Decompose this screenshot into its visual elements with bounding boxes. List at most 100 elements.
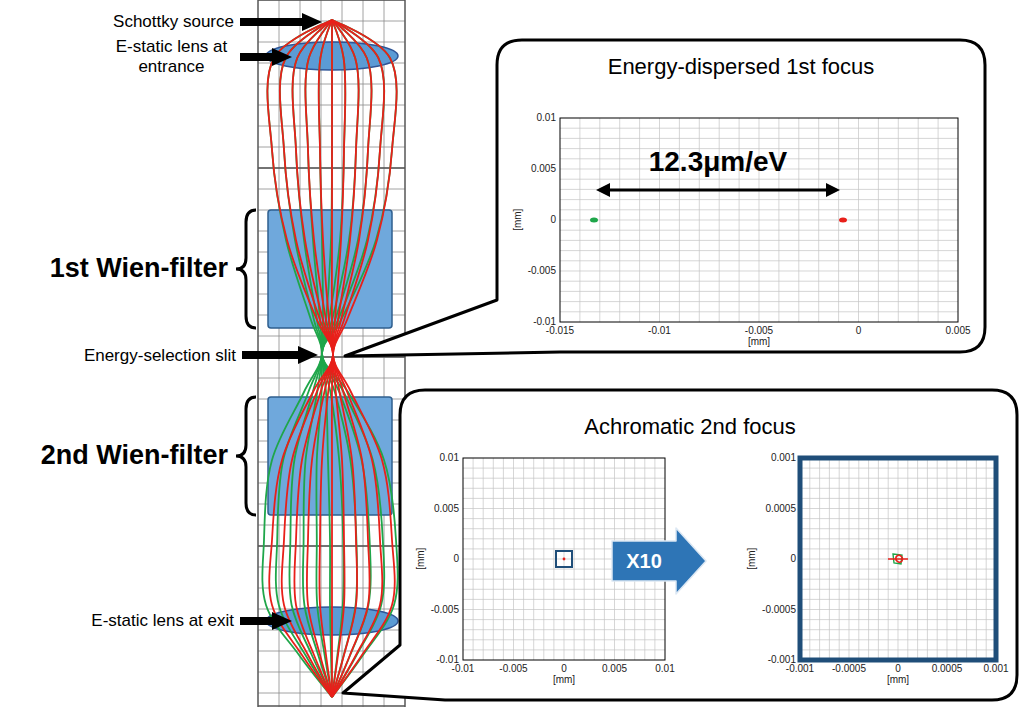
pointer-arrow — [240, 13, 322, 31]
axis-tick-label: 0 — [790, 553, 796, 565]
axis-unit-label: [mm] — [553, 674, 575, 686]
grid-column — [258, 0, 405, 1]
spot-plot — [560, 301, 958, 302]
axis-tick-label: 0 — [895, 663, 901, 675]
part-label: E-static lens at entrance — [109, 37, 234, 76]
spot-plot — [560, 118, 958, 322]
axis-tick-label: 0.005 — [531, 163, 556, 175]
part-label: Energy-selection slit — [84, 346, 236, 366]
grid-column — [258, 483, 405, 484]
grid-column — [404, 0, 405, 707]
axis-unit-label: [mm] — [747, 548, 759, 570]
axis-tick-label: -0.0005 — [762, 604, 796, 616]
low-energy-ray — [322, 20, 332, 697]
callout-title: Achromatic 2nd focus — [400, 414, 980, 439]
nominal-energy-ray — [280, 20, 333, 697]
grid-column — [363, 0, 364, 707]
callout-bubble: Energy-dispersed 1st focus — [497, 40, 985, 352]
spot-plot — [800, 649, 996, 650]
low-energy-ray — [322, 20, 398, 697]
axis-tick-label: 0.005 — [434, 503, 459, 515]
nominal-energy-spot — [888, 555, 908, 562]
spot-plot — [463, 649, 665, 650]
grid-column — [279, 0, 280, 707]
callout-bubble — [345, 40, 985, 356]
callout-bubble: Achromatic 2nd focusX10 — [400, 390, 1017, 700]
axis-tick-label: 0.001 — [983, 663, 1008, 675]
grid-column — [258, 0, 405, 707]
axis-tick-label: -0.005 — [499, 663, 527, 675]
callout-bubble — [497, 40, 985, 352]
axis-tick-label: 0.01 — [655, 663, 674, 675]
brace — [236, 210, 256, 328]
optics-elements — [266, 42, 398, 635]
axis-tick-label: 0.0005 — [932, 663, 963, 675]
grid-column — [258, 42, 405, 43]
spot-plot — [986, 458, 987, 660]
grid-column — [258, 273, 405, 274]
grid-column — [258, 630, 405, 631]
grid-column — [258, 545, 405, 546]
grid-column — [258, 189, 405, 190]
grid-column — [258, 84, 405, 85]
axis-tick-label: -0.015 — [546, 325, 574, 337]
axis-tick-label: 0 — [561, 663, 567, 675]
low-energy-spot — [590, 218, 598, 223]
nominal-energy-ray — [305, 20, 333, 697]
low-energy-ray — [303, 20, 332, 697]
pointer-arrow — [240, 612, 292, 630]
spot-plot — [560, 311, 958, 312]
part-label: 1st Wien-filter — [50, 253, 228, 284]
axis-tick-label: 0 — [453, 553, 459, 565]
plot-frame — [800, 458, 996, 660]
grid-column — [258, 294, 405, 295]
low-energy-ray — [322, 20, 359, 697]
callout-bubble — [343, 390, 1017, 700]
dimension-label: 12.3μm/eV — [649, 146, 788, 178]
axis-tick-label: 0.001 — [771, 452, 796, 464]
electrostatic-lens — [266, 42, 398, 70]
grid-column — [258, 378, 405, 379]
axis-unit-label: [mm] — [887, 674, 909, 686]
nominal-energy-ray — [332, 20, 345, 697]
grid-column — [258, 504, 405, 505]
grid-column — [258, 105, 405, 106]
grid-column — [300, 0, 301, 707]
dispersion-arrow — [596, 183, 840, 197]
grid-column — [258, 609, 405, 610]
grid-column — [258, 546, 405, 547]
grid-column — [258, 651, 405, 652]
nominal-energy-ray — [332, 20, 372, 697]
plot-frame — [560, 118, 958, 322]
dispersion-arrow — [596, 183, 610, 197]
grid-column — [258, 399, 405, 400]
nominal-energy-ray — [332, 20, 397, 697]
grid-column — [258, 567, 405, 568]
zoom-arrow — [612, 528, 706, 594]
grid-column — [258, 0, 259, 707]
grid-column — [258, 126, 405, 127]
dispersion-arrow — [826, 183, 840, 197]
axis-tick-label: -0.01 — [648, 325, 671, 337]
part-label: Schottky source — [113, 12, 234, 32]
spot-plot — [938, 118, 939, 322]
grid-column — [258, 63, 405, 64]
nominal-energy-ray — [267, 20, 333, 697]
axis-tick-label: -0.0005 — [832, 663, 866, 675]
grid-column — [405, 0, 406, 707]
grid-column — [258, 420, 405, 421]
low-energy-ray — [289, 20, 332, 697]
brace — [236, 210, 256, 515]
low-energy-ray — [316, 20, 332, 697]
pointer-arrow — [242, 346, 318, 364]
part-label: E-static lens at exit — [91, 611, 234, 631]
wien-filter-block — [268, 210, 392, 328]
zoom-factor: X10 — [612, 550, 676, 573]
axis-tick-label: -0.005 — [431, 604, 459, 616]
grid-column — [258, 168, 405, 169]
grid-column — [258, 525, 405, 526]
spot-plot — [918, 118, 919, 322]
spot-plot — [800, 639, 996, 640]
grid-column — [258, 336, 405, 337]
low-energy-ray — [322, 20, 372, 697]
